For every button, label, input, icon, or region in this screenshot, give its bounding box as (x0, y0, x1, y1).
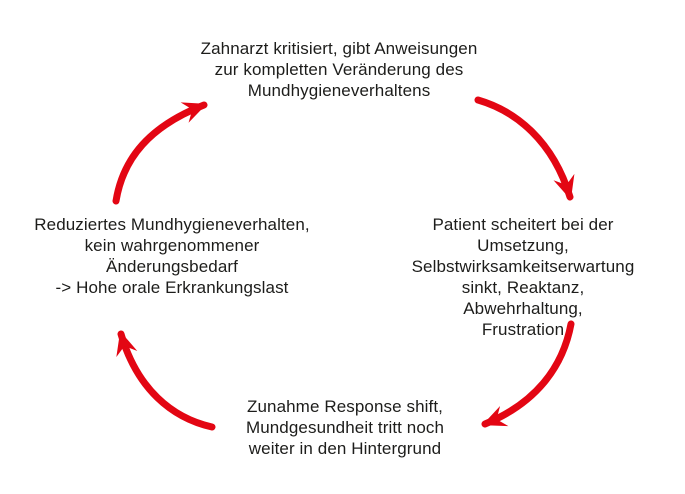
cycle-node-reduced-hygiene: Reduziertes Mundhygieneverhalten, kein w… (34, 215, 310, 297)
cycle-node-response-shift: Zunahme Response shift, Mundgesundheit t… (245, 397, 445, 458)
arrow-top-to-right (474, 96, 575, 201)
arrow-left-to-top (112, 101, 208, 205)
cycle-node-patient-failure: Patient scheitert bei der Umsetzung, Sel… (411, 215, 635, 339)
arrow-bottom-to-left (116, 330, 216, 431)
cycle-node-dentist-criticism: Zahnarzt kritisiert, gibt Anweisungen zu… (200, 39, 478, 100)
arrow-right-to-bottom (481, 320, 575, 428)
